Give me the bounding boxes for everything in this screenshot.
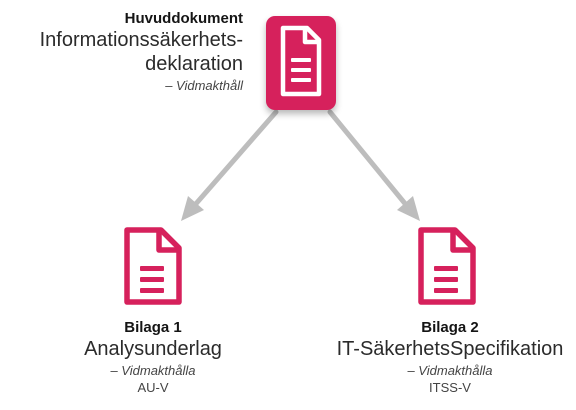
arrowhead-appendix-2 — [397, 196, 420, 221]
arrowhead-appendix-1 — [181, 196, 204, 221]
appendix-2-label: Bilaga 2 IT-SäkerhetsSpecifikation – Vid… — [320, 318, 576, 396]
appendix-1-label: Bilaga 1 Analysunderlag – Vidmakthålla A… — [23, 318, 283, 396]
main-document-icon — [266, 16, 336, 110]
main-document-label: Huvuddokument Informationssäkerhets- dek… — [3, 10, 243, 95]
appendix-2-code: ITSS-V — [429, 380, 471, 395]
appendix-2-title: IT-SäkerhetsSpecifikation — [336, 338, 564, 360]
arrow-to-appendix-2 — [327, 109, 410, 209]
appendix-1-code: AU-V — [137, 380, 169, 395]
appendix-2-status: – Vidmakthålla — [407, 363, 493, 378]
appendix-2-tag: Bilaga 2 — [421, 319, 479, 336]
main-document-status: – Vidmakthåll — [165, 78, 243, 93]
appendix-1-status: – Vidmakthålla — [110, 363, 196, 378]
main-document-title-line2: deklaration — [145, 53, 243, 75]
appendix-1-tag: Bilaga 1 — [124, 319, 182, 336]
arrow-to-appendix-1 — [191, 109, 279, 209]
appendix-1-document-icon — [122, 226, 184, 306]
main-document-tag: Huvuddokument — [124, 10, 243, 27]
main-document-title-line1: Informationssäkerhets- — [39, 29, 243, 51]
appendix-2-document-icon — [416, 226, 478, 306]
appendix-1-title: Analysunderlag — [84, 338, 222, 360]
